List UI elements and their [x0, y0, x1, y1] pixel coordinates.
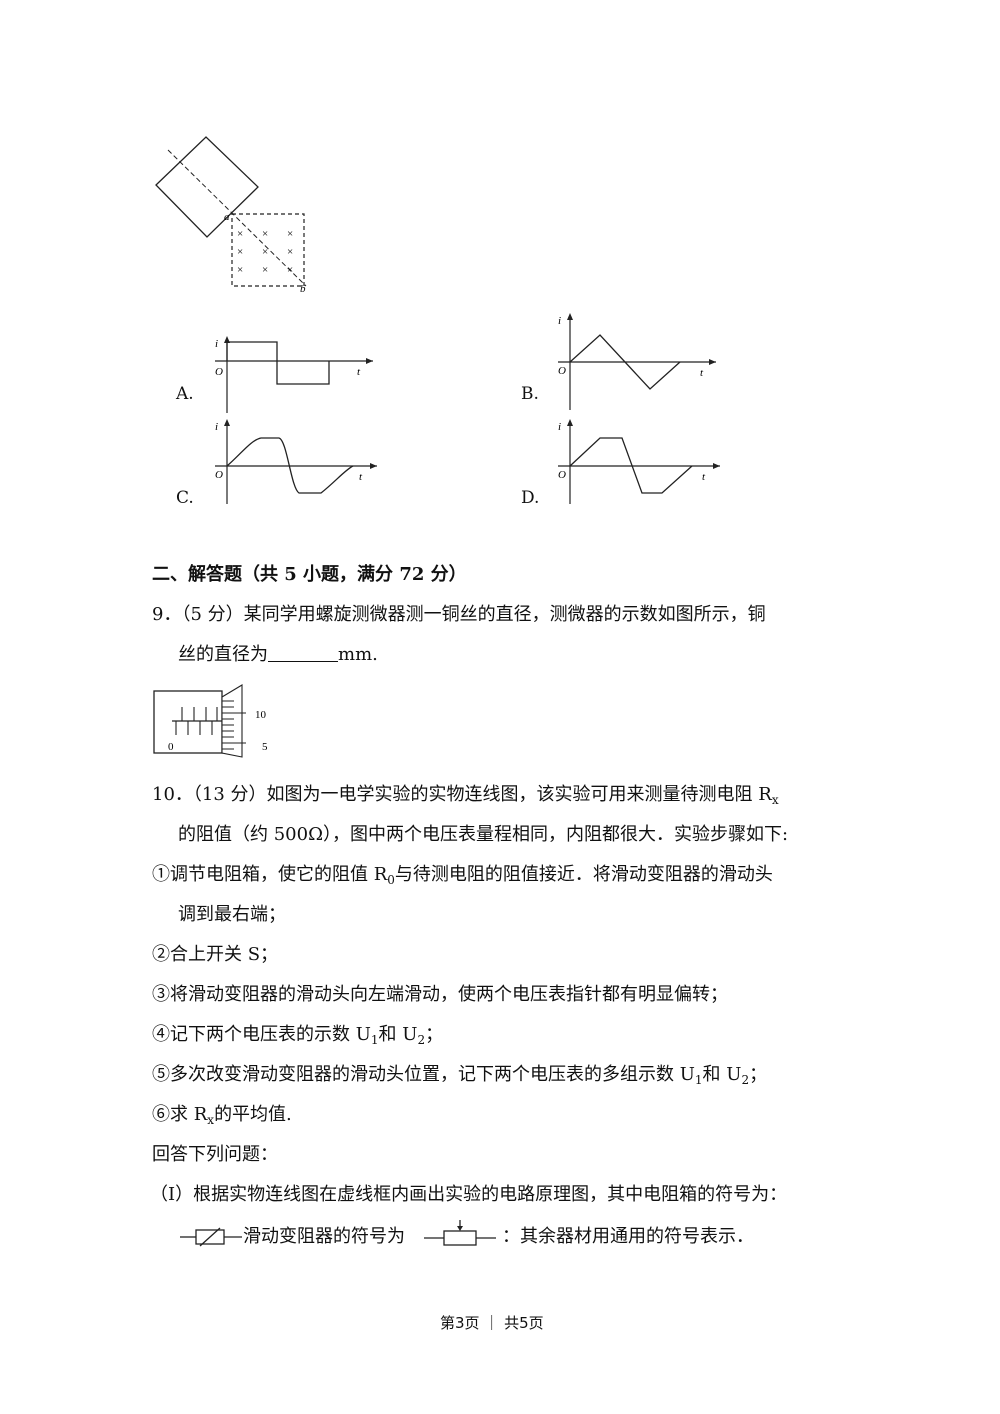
field-mark: ×: [262, 264, 268, 276]
origin-label: O: [558, 469, 566, 481]
q10-line2: 的阻值（约 500Ω），图中两个电压表量程相同，内阻都很大．实验步骤如下:: [178, 824, 789, 845]
choice-d-graph: i t O: [558, 419, 720, 504]
choice-c-graph: i t O: [215, 419, 377, 504]
label-b: b: [300, 283, 306, 295]
step-2: ②合上开关 S；: [152, 944, 279, 965]
symbol-text-2: ：其余器材用通用的符号表示．: [502, 1226, 754, 1247]
section-heading: 二、解答题（共 5 小题，满分 72 分）: [152, 564, 467, 585]
micrometer-tick-10: 10: [255, 709, 267, 721]
micrometer-zero: 0: [168, 741, 174, 753]
t-axis-label: t: [357, 366, 361, 378]
choice-c-label: C.: [176, 488, 194, 508]
i-axis-label: i: [215, 338, 218, 350]
step-1: ①调节电阻箱，使它的阻值 R0与待测电阻的阻值接近．将滑动变阻器的滑动头: [152, 864, 773, 887]
origin-label: O: [558, 365, 566, 377]
step-6: ⑥求 Rx的平均值.: [152, 1104, 292, 1127]
choice-a-graph: i t O: [215, 336, 373, 413]
t-axis-label: t: [700, 367, 704, 379]
field-mark: ×: [237, 264, 243, 276]
step-5: ⑤多次改变滑动变阻器的滑动头位置，记下两个电压表的多组示数 U1和 U2；: [152, 1064, 768, 1087]
field-mark: ×: [287, 228, 293, 240]
t-axis-label: t: [359, 471, 363, 483]
choice-b-label: B.: [521, 384, 539, 404]
choice-a-label: A.: [176, 384, 194, 404]
field-mark: ×: [237, 228, 243, 240]
i-axis-label: i: [558, 315, 561, 327]
rheostat-symbol: [424, 1220, 496, 1246]
step-3: ③将滑动变阻器的滑动头向左端滑动，使两个电压表指针都有明显偏转；: [152, 984, 728, 1005]
field-mark: ×: [287, 264, 293, 276]
label-a: a: [224, 211, 230, 223]
part-1: （I）根据实物连线图在虚线框内画出实验的电路原理图，其中电阻箱的符号为：: [150, 1184, 788, 1205]
symbol-text-1: 滑动变阻器的符号为: [243, 1226, 405, 1247]
answer-prompt: 回答下列问题：: [152, 1144, 278, 1165]
page-footer: 第3页 ｜ 共5页: [440, 1314, 544, 1332]
origin-label: O: [215, 366, 223, 378]
resistance-box-symbol: [180, 1227, 242, 1247]
choice-b-graph: i t O: [558, 313, 716, 410]
i-axis-label: i: [558, 421, 561, 433]
step-4: ④记下两个电压表的示数 U1和 U2；: [152, 1024, 444, 1047]
field-mark: ×: [237, 246, 243, 258]
field-marks: × × × × × × × × ×: [237, 228, 293, 276]
q9-line1: 9．（5 分）某同学用螺旋测微器测一铜丝的直径，测微器的示数如图所示，铜: [152, 604, 766, 625]
micrometer-tick-5: 5: [262, 741, 268, 753]
q10-line1: 10．（13 分）如图为一电学实验的实物连线图，该实验可用来测量待测电阻 Rx: [152, 784, 779, 807]
choice-d-label: D.: [521, 488, 540, 508]
field-mark: ×: [262, 228, 268, 240]
magnetic-field-region: [231, 213, 305, 287]
coil-field-figure: a b × × × × × × × × ×: [155, 136, 307, 295]
field-mark: ×: [287, 246, 293, 258]
answer-blank: [268, 643, 338, 662]
diagonal-path: [167, 149, 307, 287]
i-axis-label: i: [215, 421, 218, 433]
step-1-cont: 调到最右端；: [178, 904, 286, 925]
origin-label: O: [215, 469, 223, 481]
t-axis-label: t: [702, 471, 706, 483]
square-coil: [155, 136, 259, 238]
field-mark: ×: [262, 246, 268, 258]
micrometer-figure: 10 5 0: [153, 684, 268, 758]
